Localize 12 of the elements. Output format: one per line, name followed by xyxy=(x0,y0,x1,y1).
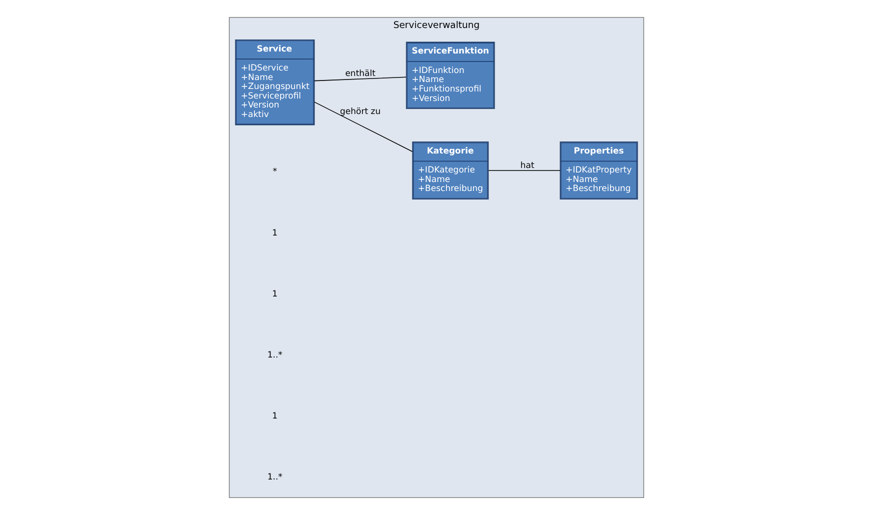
connector xyxy=(314,76,406,82)
label: 1..* xyxy=(266,350,282,360)
label: 1..* xyxy=(266,472,282,483)
connector xyxy=(488,170,560,171)
label: * xyxy=(272,167,277,178)
label: 1 xyxy=(272,289,278,300)
edge-label: gehört zu xyxy=(340,106,380,117)
edge-label: hat xyxy=(520,161,534,172)
label: 1 xyxy=(272,412,278,422)
label: 1 xyxy=(272,228,278,238)
connector xyxy=(314,102,412,152)
edge-label: enthält xyxy=(344,69,375,80)
